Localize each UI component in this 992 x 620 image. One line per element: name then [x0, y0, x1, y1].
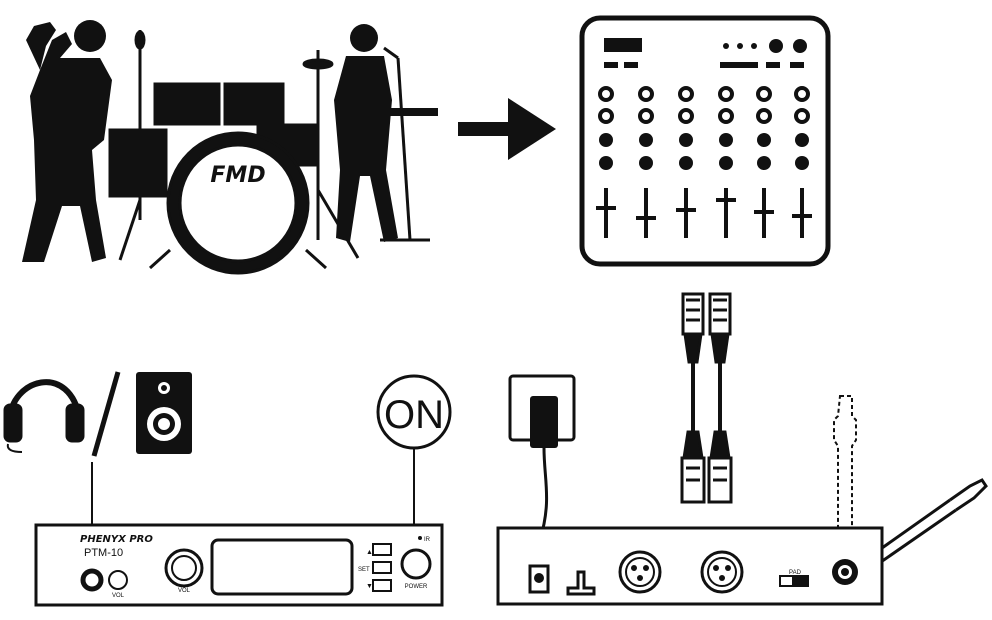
keyboard-player	[334, 24, 438, 242]
xlr-output-left[interactable]	[618, 550, 662, 594]
arrow-right-icon	[458, 98, 556, 160]
down-arrow: ▼	[366, 583, 373, 590]
brand-logo: PHENYX PRO	[80, 534, 153, 545]
separator-slash	[91, 371, 121, 457]
speaker-icon	[136, 372, 192, 454]
set-button[interactable]	[372, 561, 392, 574]
singer-silhouette	[22, 20, 112, 262]
cable-clip	[566, 570, 596, 596]
drum-logo: FMD	[210, 163, 265, 188]
down-button[interactable]	[372, 579, 392, 592]
receiver-back-panel: PAD	[496, 526, 884, 606]
transmitter-front-panel: PHENYX PRO PTM-10 VOL VOL ▲ SET ▼ IR POW…	[34, 523, 444, 607]
power-label: POWER	[405, 584, 428, 590]
drum-kit	[108, 30, 360, 275]
up-arrow: ▲	[366, 549, 373, 556]
display-screen	[210, 538, 354, 596]
vol-jack-label: VOL	[112, 593, 125, 599]
on-label: ON	[384, 393, 444, 437]
ir-label: IR	[424, 537, 431, 543]
ir-sensor	[418, 536, 422, 540]
phones-jack[interactable]	[80, 568, 104, 592]
vol-knob-label: VOL	[178, 588, 191, 594]
pad-label: PAD	[789, 570, 802, 576]
vol-jack[interactable]	[108, 570, 128, 590]
xlr-output-right[interactable]	[700, 550, 744, 594]
mixer-icon	[579, 15, 831, 267]
set-label: SET	[358, 567, 370, 573]
power-button[interactable]	[400, 548, 432, 580]
up-button[interactable]	[372, 543, 392, 556]
model-label: PTM-10	[84, 547, 123, 559]
headphones-icon	[3, 379, 85, 453]
xlr-cable-icon	[680, 292, 733, 504]
